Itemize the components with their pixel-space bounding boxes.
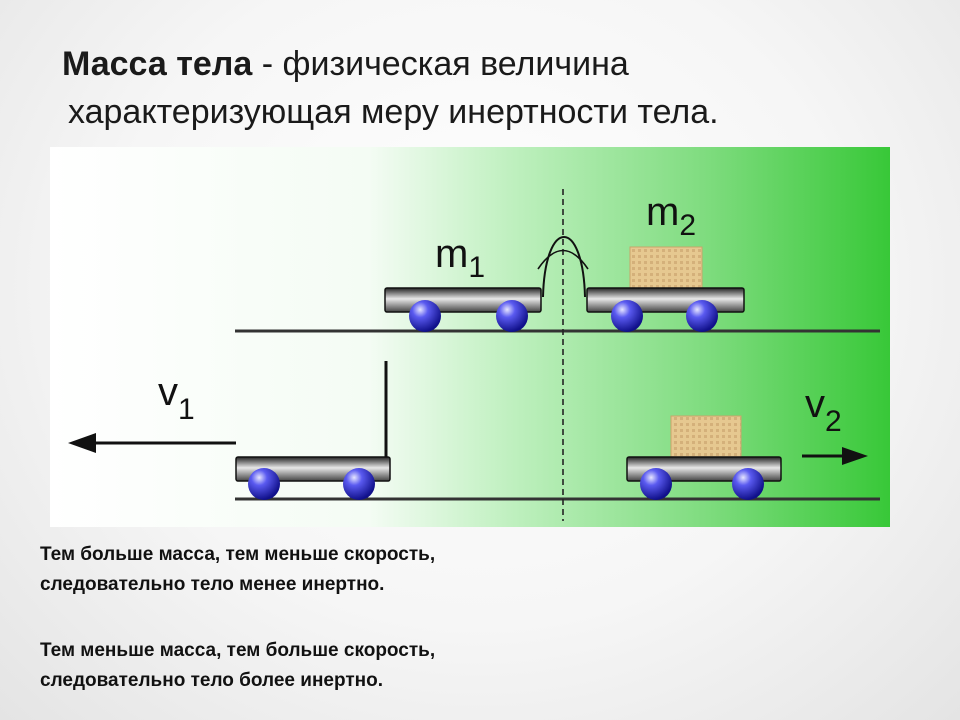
cart-m1-lower bbox=[235, 361, 391, 500]
wheel-icon bbox=[611, 300, 643, 332]
label-m1-sub: 1 bbox=[468, 251, 485, 284]
label-v1-sub: 1 bbox=[178, 393, 195, 426]
cart-m2-lower bbox=[626, 415, 782, 500]
label-v2-sub: 2 bbox=[825, 405, 842, 438]
wheel-icon bbox=[343, 468, 375, 500]
caption-heavier: Тем больше масса, тем меньше скорость, с… bbox=[40, 540, 640, 600]
cargo-box bbox=[670, 415, 742, 458]
title-term: Масса тела bbox=[62, 45, 253, 83]
wheel-icon bbox=[409, 300, 441, 332]
wheel-icon bbox=[496, 300, 528, 332]
label-v1: v1 bbox=[158, 370, 195, 426]
caption-heavier-line2: следовательно тело менее инертно. bbox=[40, 574, 385, 595]
wheel-icon bbox=[248, 468, 280, 500]
arrow-right-icon bbox=[802, 447, 868, 465]
wheel-icon bbox=[640, 468, 672, 500]
cart-m1-upper bbox=[384, 287, 542, 332]
label-v2: v2 bbox=[805, 382, 842, 438]
title-line1-rest: - физическая величина bbox=[252, 45, 629, 83]
wheel-icon bbox=[686, 300, 718, 332]
caption-lighter-line2: следовательно тело более инертно. bbox=[40, 670, 384, 691]
slide-title: Масса тела - физическая величина характе… bbox=[62, 40, 922, 136]
caption-lighter: Тем меньше масса, тем больше скорость, с… bbox=[40, 636, 640, 696]
caption-heavier-line1: Тем больше масса, тем меньше скорость, bbox=[40, 544, 436, 565]
inertia-diagram: m1 m2 v1 v2 bbox=[50, 147, 890, 527]
title-line2: характеризующая меру инертности тела. bbox=[68, 93, 719, 131]
diagram-svg: m1 m2 v1 v2 bbox=[50, 147, 890, 527]
wheel-icon bbox=[732, 468, 764, 500]
label-m1: m1 bbox=[435, 232, 485, 284]
caption-lighter-line1: Тем меньше масса, тем больше скорость, bbox=[40, 640, 436, 661]
spring bbox=[542, 236, 586, 298]
label-m2: m2 bbox=[646, 190, 696, 242]
label-m2-sub: 2 bbox=[679, 209, 696, 242]
cart-m2-upper bbox=[586, 246, 745, 332]
spring-arc bbox=[537, 249, 589, 270]
arrow-left-icon bbox=[68, 433, 236, 453]
cargo-box bbox=[629, 246, 703, 289]
